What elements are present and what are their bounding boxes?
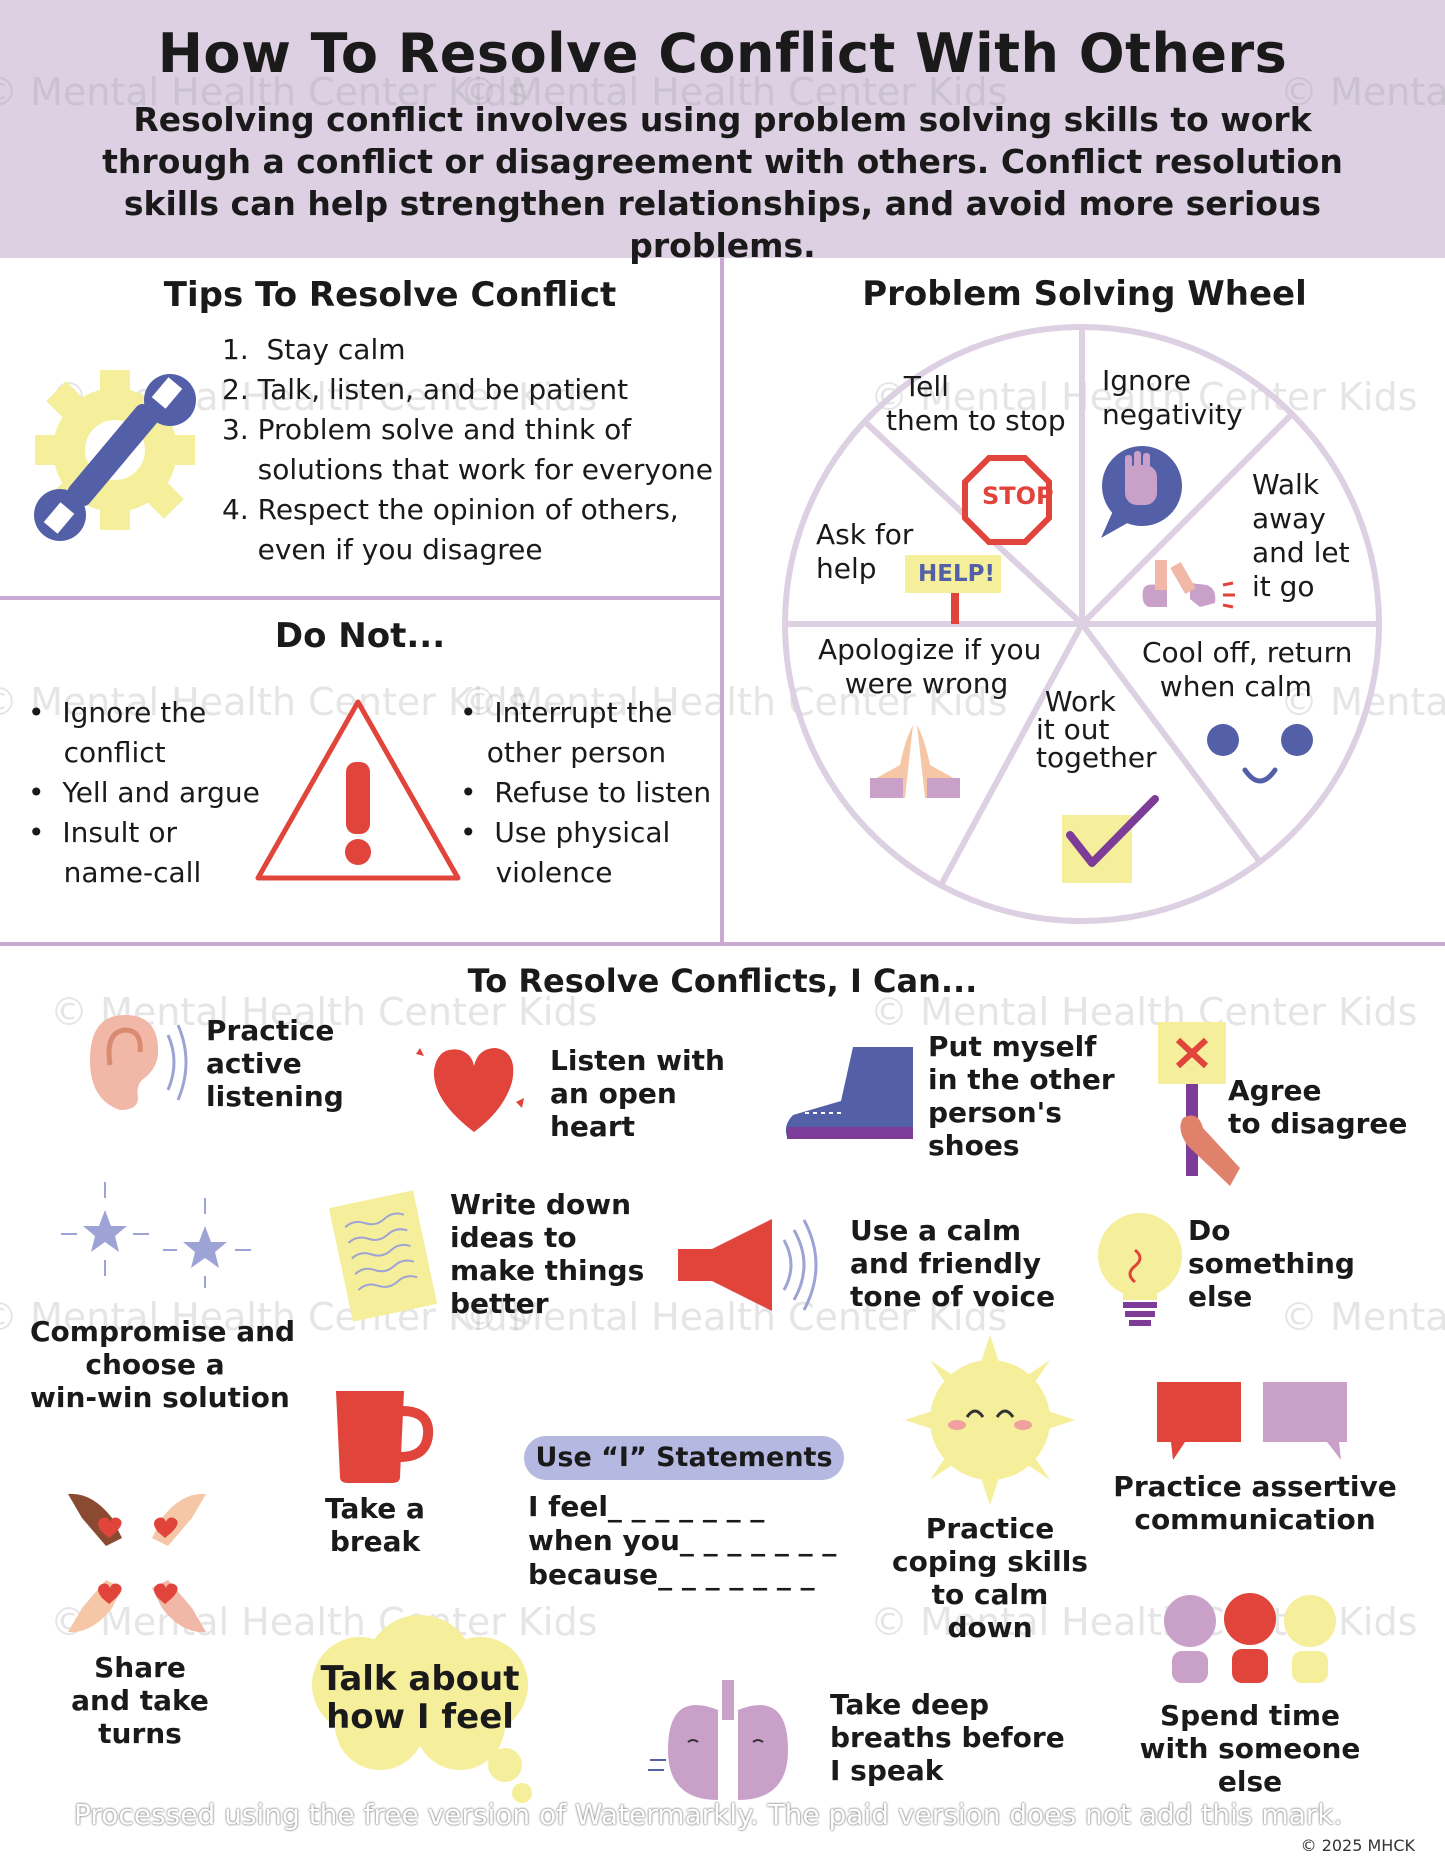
boot-icon [785,1047,913,1139]
item-breaths: Take deep breaths before I speak [830,1688,1065,1787]
lightbulb-icon [1098,1213,1182,1326]
header-banner: How To Resolve Conflict With Others Reso… [0,0,1445,265]
item-write: Write down ideas to make things better [450,1188,645,1320]
wheel-walk: Walk away and let it go [1252,468,1350,603]
thought-cloud-icon [312,1615,532,1803]
watermark: © Mental Health Center Kids [460,1295,1008,1339]
help-sign-icon [905,555,1001,624]
warning-icon [255,699,461,881]
heart-icon [416,1048,524,1132]
wheel-title: Problem Solving Wheel [862,274,1307,314]
ear-icon [90,1015,188,1110]
wheel-apologize: Apologize if you were wrong [818,633,1042,700]
wheel-work: Work it out together [1036,685,1157,774]
i-statements-label: Use “I” Statements [524,1436,844,1480]
divider-vertical [720,258,724,944]
help-sign-label: HELP! [918,561,995,587]
divider-tips [0,596,720,600]
tips-list: 1. Stay calm 2. Talk, listen, and be pat… [222,330,713,570]
watermark: © Mental Health Center Kids [0,70,528,114]
hand-stop-icon [1101,446,1182,538]
item-share: Share and take turns [71,1651,209,1750]
walking-feet-icon [1142,560,1235,609]
list-item: • Ignore the [28,696,207,729]
list-item: other person [460,736,667,769]
list-item: violence [460,856,613,889]
disagree-sign-icon [1158,1022,1240,1186]
list-item: 3. Problem solve and think of [222,413,632,446]
page-description: Resolving conflict involves using proble… [102,100,1343,265]
wheel-ignore: Ignore negativity [1102,364,1243,431]
list-item: name-call [28,856,202,889]
do-not-right-list: • Interrupt the other person • Refuse to… [460,693,711,893]
item-shoes: Put myself in the other person's shoes [928,1030,1115,1162]
watermark: © Mental Health Center Kids [870,990,1418,1034]
wheel-tell: Tell them to stop [886,370,1066,437]
item-tone: Use a calm and friendly tone of voice [850,1214,1056,1313]
checkbox-icon [1062,795,1159,883]
watermark: © Mental Health Center Kids [1280,1295,1445,1339]
speech-bubbles-icon [1157,1382,1347,1460]
watermark: © Mental Health Center Kids [460,680,1008,724]
sun-icon [905,1335,1075,1505]
list-item: • Refuse to listen [460,776,712,809]
item-heart: Listen with an open heart [550,1044,725,1143]
list-item: 2. Talk, listen, and be patient [222,373,629,406]
watermark: © Mental Health Center Kids [0,1295,528,1339]
praying-hands-icon [870,725,960,798]
list-item: • Use physical [460,816,671,849]
page-title: How To Resolve Conflict With Others [157,22,1288,85]
stop-sign-icon [962,455,1052,545]
item-assertive: Practice assertive communication [1113,1470,1397,1536]
people-group-icon [1164,1593,1336,1683]
item-coping: Practice coping skills to calm down [892,1512,1088,1644]
list-item: conflict [28,736,166,769]
do-not-title: Do Not... [274,616,446,656]
do-not-left-list: • Ignore the conflict • Yell and argue •… [28,693,260,893]
item-break: Take a break [325,1492,425,1558]
copyright-text: © 2025 MHCK [1300,1836,1415,1855]
item-compromise: Compromise and choose a win-win solution [30,1315,296,1414]
list-item: • Yell and argue [28,776,260,809]
talk-bubble-text: Talk about how I feel [320,1659,520,1737]
list-item: 1. Stay calm [222,333,406,366]
list-item: • Interrupt the [460,696,673,729]
list-item: solutions that work for everyone [222,453,713,486]
watermark: © Mental Health Center Kids [1280,70,1445,114]
watermark: © Mental Health Center Kids [50,1600,598,1644]
smiley-face-icon [1207,724,1313,784]
list-item: • Insult or [28,816,177,849]
sparkle-stars-icon [61,1182,251,1288]
stop-sign-label: STOP [982,482,1054,510]
sharing-hands-icon [68,1493,206,1633]
wheel-cool: Cool off, return when calm [1142,636,1353,703]
item-listening: Practice active listening [206,1014,344,1113]
list-item: 4. Respect the opinion of others, [222,493,679,526]
resolve-title: To Resolve Conflicts, I Can... [467,962,978,1000]
wheel-ask: Ask for help [816,518,914,585]
watermark: © Mental Health Center Kids [0,680,528,724]
watermark: © Mental Health Center Kids [870,375,1418,419]
list-item: even if you disagree [222,533,543,566]
wrench-gear-icon [34,370,196,541]
lungs-icon [648,1680,788,1800]
item-agree: Agree to disagree [1228,1074,1408,1140]
item-spend: Spend time with someone else [1139,1699,1361,1798]
mug-icon [336,1391,434,1483]
megaphone-icon [678,1219,818,1311]
tips-title: Tips To Resolve Conflict [163,275,617,315]
i-statements-lines: I feel_ _ _ _ _ _ _ when you_ _ _ _ _ _ … [528,1490,837,1591]
item-something: Do something else [1188,1214,1355,1313]
notepad-icon [328,1190,438,1322]
watermark: © Mental Health Center Kids [460,70,1008,114]
watermark-notice: Processed using the free version of Wate… [74,1798,1343,1831]
divider-main [0,942,1445,946]
